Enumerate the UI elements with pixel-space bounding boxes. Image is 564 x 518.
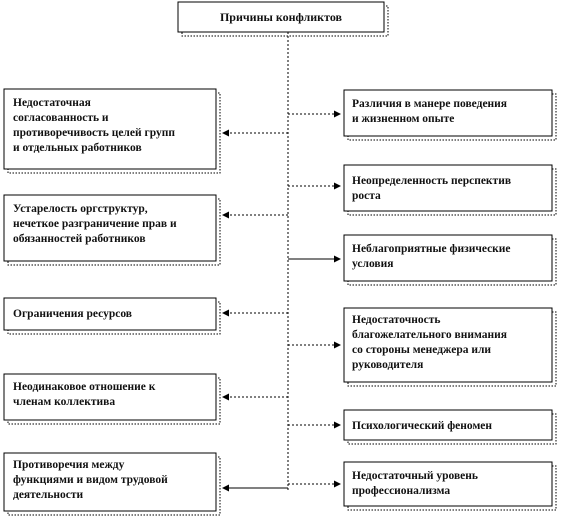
left-node-1-text: Недостаточная согласованность и противор… <box>13 97 178 154</box>
right-node-4-line-2: благожелательного внимания <box>352 329 507 341</box>
left-node-2-text: Устарелость оргструктур, нечеткое разгра… <box>13 203 179 245</box>
left-node-3: Ограничения ресурсов <box>3 297 221 335</box>
right-node-4-line-4: руководителя <box>352 359 423 371</box>
right-node-6-text: Недостаточный уровень профессионализма <box>352 470 481 497</box>
right-node-2-line-2: роста <box>352 190 381 202</box>
right-node-5: Психологический феномен <box>343 409 557 445</box>
right-node-1-line-1: Различия в манере поведения <box>352 98 507 110</box>
right-node-6-line-1: Недостаточный уровень <box>352 470 478 482</box>
left-node-4-text: Неодинаковое отношение к членам коллекти… <box>13 381 158 408</box>
right-node-2-text: Неопределенность перспектив роста <box>352 175 514 202</box>
right-node-2-line-1: Неопределенность перспектив <box>352 175 511 187</box>
right-node-4-line-3: со стороны менеджера или <box>352 344 491 356</box>
right-node-4-text: Недостаточность благожелательного вниман… <box>352 314 510 371</box>
left-node-4: Неодинаковое отношение к членам коллекти… <box>3 373 221 425</box>
left-node-2: Устарелость оргструктур, нечеткое разгра… <box>3 194 221 266</box>
right-node-4-line-1: Недостаточность <box>352 314 440 326</box>
left-node-2-line-1: Устарелость оргструктур, <box>13 203 148 215</box>
left-node-5-text: Противоречия между функциями и видом тру… <box>13 459 171 501</box>
left-node-1: Недостаточная согласованность и противор… <box>3 88 221 174</box>
left-node-4-line-1: Неодинаковое отношение к <box>13 381 156 393</box>
title-node: Причины конфликтов <box>177 1 389 37</box>
left-node-5: Противоречия между функциями и видом тру… <box>3 452 221 516</box>
left-node-3-text: Ограничения ресурсов <box>13 308 132 320</box>
right-node-2: Неопределенность перспектив роста <box>343 164 557 216</box>
right-node-3-text: Неблагоприятные физические условия <box>352 243 513 270</box>
left-node-5-line-1: Противоречия между <box>13 459 125 471</box>
left-node-1-line-4: и отдельных работников <box>13 142 142 154</box>
right-node-3-line-1: Неблагоприятные физические <box>352 243 511 255</box>
right-node-1-line-2: и жизненном опыте <box>352 113 454 125</box>
left-node-1-line-1: Недостаточная <box>13 97 91 109</box>
right-node-5-text: Психологический феномен <box>352 420 492 432</box>
left-node-5-line-3: деятельности <box>13 489 84 501</box>
right-node-3-line-2: условия <box>352 258 393 270</box>
right-node-6: Недостаточный уровень профессионализма <box>343 461 557 511</box>
right-node-3: Неблагоприятные физические условия <box>343 234 557 286</box>
left-node-2-line-2: нечеткое разграничение прав и <box>13 218 177 230</box>
left-node-1-line-2: согласованность и <box>13 112 109 124</box>
title-text: Причины конфликтов <box>220 10 343 24</box>
right-node-6-line-2: профессионализма <box>352 485 450 497</box>
right-node-1: Различия в манере поведения и жизненном … <box>343 89 557 141</box>
left-node-1-line-3: противоречивость целей групп <box>13 127 175 139</box>
left-node-4-line-2: членам коллектива <box>13 396 115 408</box>
right-node-1-text: Различия в манере поведения и жизненном … <box>352 98 510 125</box>
right-node-4: Недостаточность благожелательного вниман… <box>343 307 557 387</box>
left-node-2-line-3: обязанностей работников <box>13 233 146 245</box>
left-node-5-line-2: функциями и видом трудовой <box>13 474 168 486</box>
